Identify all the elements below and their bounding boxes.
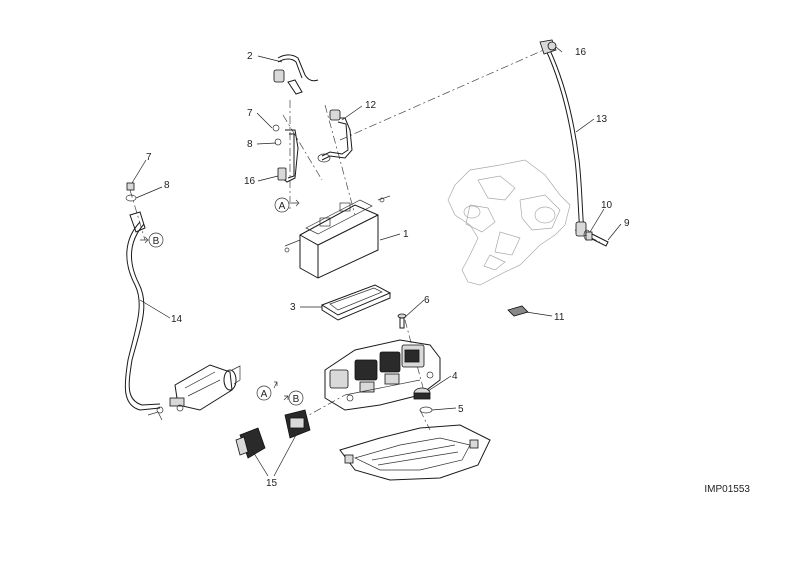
leader-lines [131,46,622,477]
svg-text:B: B [293,394,300,405]
washer-8-left [125,194,137,202]
marker-a-top: A [274,197,290,213]
bolt-9 [585,231,609,247]
nut-16 [547,41,557,51]
battery-tray-pad [320,284,392,321]
callout-12: 12 [365,100,377,111]
callout-7b: 7 [146,152,152,163]
marker-a-bottom: A [256,385,272,401]
starter-motor [156,364,241,414]
washer [419,406,433,414]
battery [284,195,391,279]
marker-b-left: B [148,232,164,248]
diagram-reference-code: IMP01553 [704,484,750,495]
starter-cable [124,211,163,421]
svg-text:B: B [153,236,160,247]
callout-16b: 16 [575,47,587,58]
engine-frame-outline [447,159,571,286]
callout-15: 15 [266,478,278,489]
screw-7-left [126,182,135,191]
callout-2: 2 [247,51,253,62]
ground-cable [539,39,587,237]
control-unit-assembly [324,339,441,411]
callout-1: 1 [403,229,409,240]
callout-4: 4 [452,371,458,382]
svg-text:A: A [279,201,286,212]
callout-3: 3 [290,302,296,313]
callout-10: 10 [601,200,613,211]
callout-11: 11 [554,312,565,323]
bottom-electrical-tray [339,424,491,481]
marker-arrows [140,199,300,401]
svg-text:A: A [261,389,268,400]
callout-6: 6 [424,295,430,306]
battery-positive-cable [273,54,319,95]
battery-cable-12 [317,109,353,163]
relay-connector [235,427,266,459]
marker-b-bottom: B [288,390,304,406]
ground-cable-bracket [272,124,299,183]
rubber-grommet [413,387,431,400]
pad-11 [507,305,529,317]
callout-14: 14 [171,314,183,325]
callout-numbers: 2 7 8 16 12 1 3 6 4 5 11 13 16 10 9 7 8 … [146,47,630,489]
callout-7: 7 [247,108,253,119]
callout-8b: 8 [164,180,170,191]
callout-5: 5 [458,404,464,415]
callout-13: 13 [596,114,608,125]
callout-9: 9 [624,218,630,229]
callout-8: 8 [247,139,253,150]
starter-relay [284,409,311,439]
screw-6 [397,313,407,329]
callout-16: 16 [244,176,256,187]
